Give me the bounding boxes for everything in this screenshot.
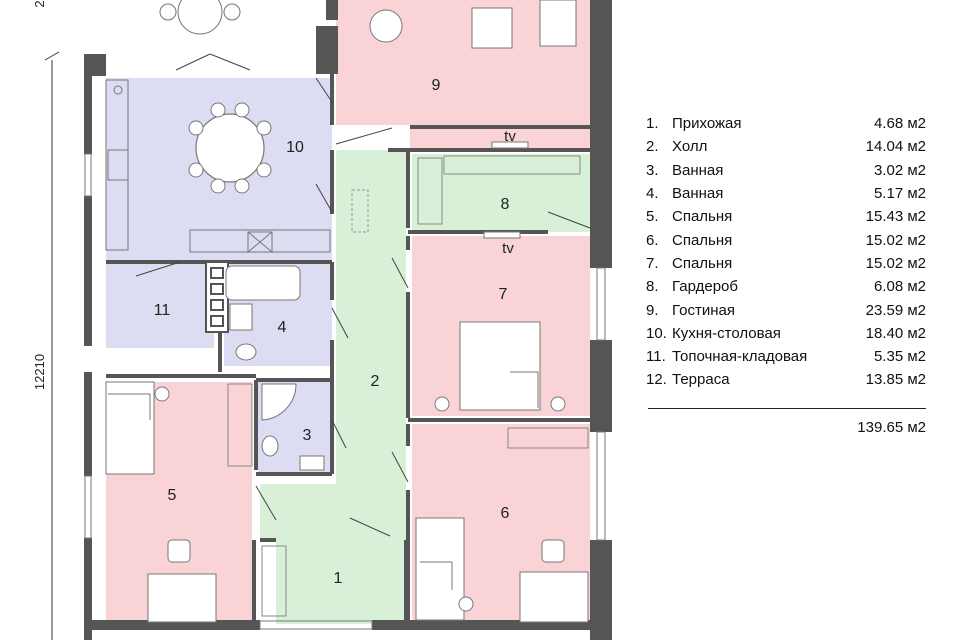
- legend-num: 11.: [646, 348, 666, 366]
- legend-area: 15.02 м2: [865, 231, 926, 249]
- room-label-5: 5: [168, 487, 177, 504]
- legend-num: 10.: [646, 324, 667, 342]
- legend-row: 5. Спальня 15.43 м2: [646, 205, 926, 228]
- legend-num: 9.: [646, 301, 659, 319]
- windows: [84, 153, 606, 630]
- legend-name: Кухня-столовая: [672, 324, 781, 342]
- legend-name: Прихожая: [672, 115, 742, 133]
- room-11-fill: [106, 262, 214, 348]
- legend-name: Гардероб: [672, 278, 738, 296]
- legend-row: 1. Прихожая 4.68 м2: [646, 112, 926, 135]
- legend-name: Терраса: [672, 371, 730, 389]
- legend-name: Ванная: [672, 161, 724, 179]
- dining-table: [188, 102, 272, 194]
- legend-num: 5.: [646, 208, 659, 226]
- room-label-11: 11: [154, 302, 171, 319]
- room-label-3: 3: [303, 427, 312, 444]
- exterior-walls: [84, 0, 612, 640]
- legend-area: 4.68 м2: [873, 115, 926, 133]
- legend-row: 8. Гардероб 6.08 м2: [646, 275, 926, 298]
- bath-fixtures: [225, 265, 325, 471]
- legend-row: 7. Спальня 15.02 м2: [646, 252, 926, 275]
- legend-area: 15.43 м2: [865, 208, 926, 226]
- legend-name: Топочная-кладовая: [672, 348, 808, 366]
- legend-num: 1.: [646, 115, 659, 133]
- legend-row: 11. Топочная-кладовая 5.35 м2: [646, 345, 926, 368]
- room-2-fill: [260, 150, 406, 540]
- bedside-lamps: [154, 386, 566, 612]
- legend-row: 12. Терраса 13.85 м2: [646, 368, 926, 391]
- room-label-6: 6: [501, 505, 510, 522]
- hall-console: [351, 189, 369, 233]
- legend-divider: [648, 407, 926, 409]
- terrace-table: [159, 0, 241, 35]
- wardrobe-hatching: [227, 155, 589, 617]
- tv-label-bedroom: tv: [502, 240, 514, 257]
- room-label-8: 8: [501, 196, 510, 213]
- legend-name: Гостиная: [672, 301, 735, 319]
- room-label-9: 9: [432, 77, 441, 94]
- room-label-4: 4: [278, 319, 287, 336]
- legend-name: Спальня: [672, 231, 733, 249]
- legend-row: 3. Ванная 3.02 м2: [646, 159, 926, 182]
- legend-num: 7.: [646, 254, 659, 272]
- legend-num: 3.: [646, 161, 659, 179]
- legend-area: 23.59 м2: [865, 301, 926, 319]
- legend-num: 8.: [646, 278, 659, 296]
- door-swings: [135, 53, 591, 537]
- interior-walls: [106, 74, 590, 620]
- legend-name: Спальня: [672, 208, 733, 226]
- legend-area: 5.17 м2: [873, 185, 926, 203]
- room-label-7: 7: [499, 286, 508, 303]
- legend-num: 12.: [646, 371, 667, 389]
- floor-plan: 12210 2: [32, 0, 612, 640]
- legend-area: 18.40 м2: [865, 324, 926, 342]
- legend-area: 6.08 м2: [873, 278, 926, 296]
- room-label-1: 1: [334, 570, 343, 587]
- legend-area: 14.04 м2: [865, 138, 926, 156]
- legend-total: 139.65 м2: [857, 418, 926, 436]
- legend-name: Холл: [672, 138, 708, 156]
- legend-num: 6.: [646, 231, 659, 249]
- room-label-10: 10: [286, 139, 304, 156]
- stove-chimney: [205, 261, 229, 333]
- legend-area: 3.02 м2: [873, 161, 926, 179]
- legend-row: 2. Холл 14.04 м2: [646, 135, 926, 158]
- dimension-label: 12210: [32, 354, 47, 390]
- legend-area: 15.02 м2: [865, 254, 926, 272]
- legend-row: 9. Гостиная 23.59 м2: [646, 298, 926, 321]
- legend-name: Ванная: [672, 185, 724, 203]
- legend-row: 10. Кухня-столовая 18.40 м2: [646, 322, 926, 345]
- room-label-2: 2: [371, 373, 380, 390]
- legend-area: 13.85 м2: [865, 371, 926, 389]
- legend-area: 5.35 м2: [873, 348, 926, 366]
- legend-name: Спальня: [672, 254, 733, 272]
- armchairs: [167, 9, 565, 563]
- room-1-fill: [276, 540, 406, 624]
- legend-row: 6. Спальня 15.02 м2: [646, 228, 926, 251]
- legend-num: 4.: [646, 185, 659, 203]
- dimension-fragment: 2: [32, 0, 47, 7]
- kitchen-furniture: [105, 79, 331, 253]
- legend-num: 2.: [646, 138, 659, 156]
- beds: [105, 0, 589, 623]
- dimension-tick: [44, 51, 60, 61]
- legend-row: 4. Ванная 5.17 м2: [646, 182, 926, 205]
- tv-label-living: tv: [504, 128, 516, 145]
- room-9-fill: [336, 0, 590, 150]
- room-8-fill: [412, 154, 590, 232]
